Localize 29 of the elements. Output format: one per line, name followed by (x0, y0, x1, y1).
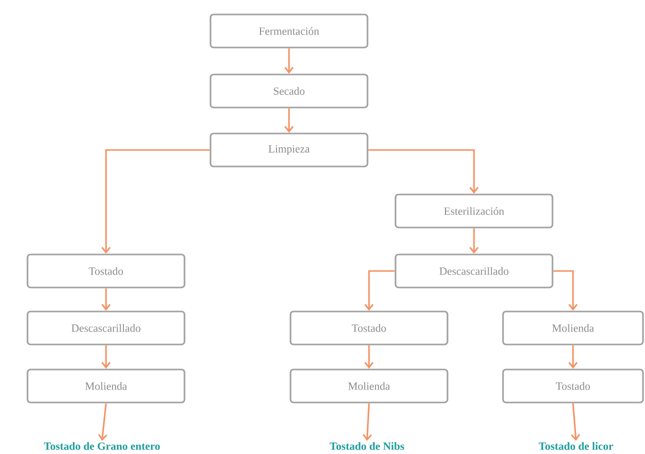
arrow (362, 403, 372, 441)
process-box: Esterilización (394, 194, 554, 228)
process-box: Tostado (290, 310, 448, 346)
arrow (101, 288, 111, 311)
arrow (570, 403, 580, 441)
output-label: Tostado de Grano entero (44, 442, 160, 450)
process-box: Tostado (502, 368, 644, 404)
arrow (568, 345, 578, 369)
process-box: Secado (210, 74, 368, 108)
process-box: Limpieza (210, 132, 368, 168)
output-label: Tostado de licor (538, 442, 614, 450)
process-box: Fermentación (210, 14, 368, 48)
process-box: Molienda (502, 310, 644, 346)
process-box: Descascarillado (26, 310, 186, 346)
arrow (101, 149, 210, 254)
process-box: Tostado (26, 254, 186, 288)
arrow (364, 270, 395, 311)
arrow (469, 228, 479, 254)
arrow (284, 108, 294, 133)
process-box: Molienda (290, 368, 448, 404)
arrow (368, 149, 479, 194)
arrow (284, 48, 294, 74)
arrow (553, 270, 578, 311)
arrow (364, 345, 374, 369)
arrow (98, 403, 108, 441)
output-label: Tostado de Nibs (330, 442, 404, 450)
process-box: Molienda (26, 368, 186, 404)
process-box: Descascarillado (394, 254, 554, 288)
arrow (101, 345, 111, 369)
